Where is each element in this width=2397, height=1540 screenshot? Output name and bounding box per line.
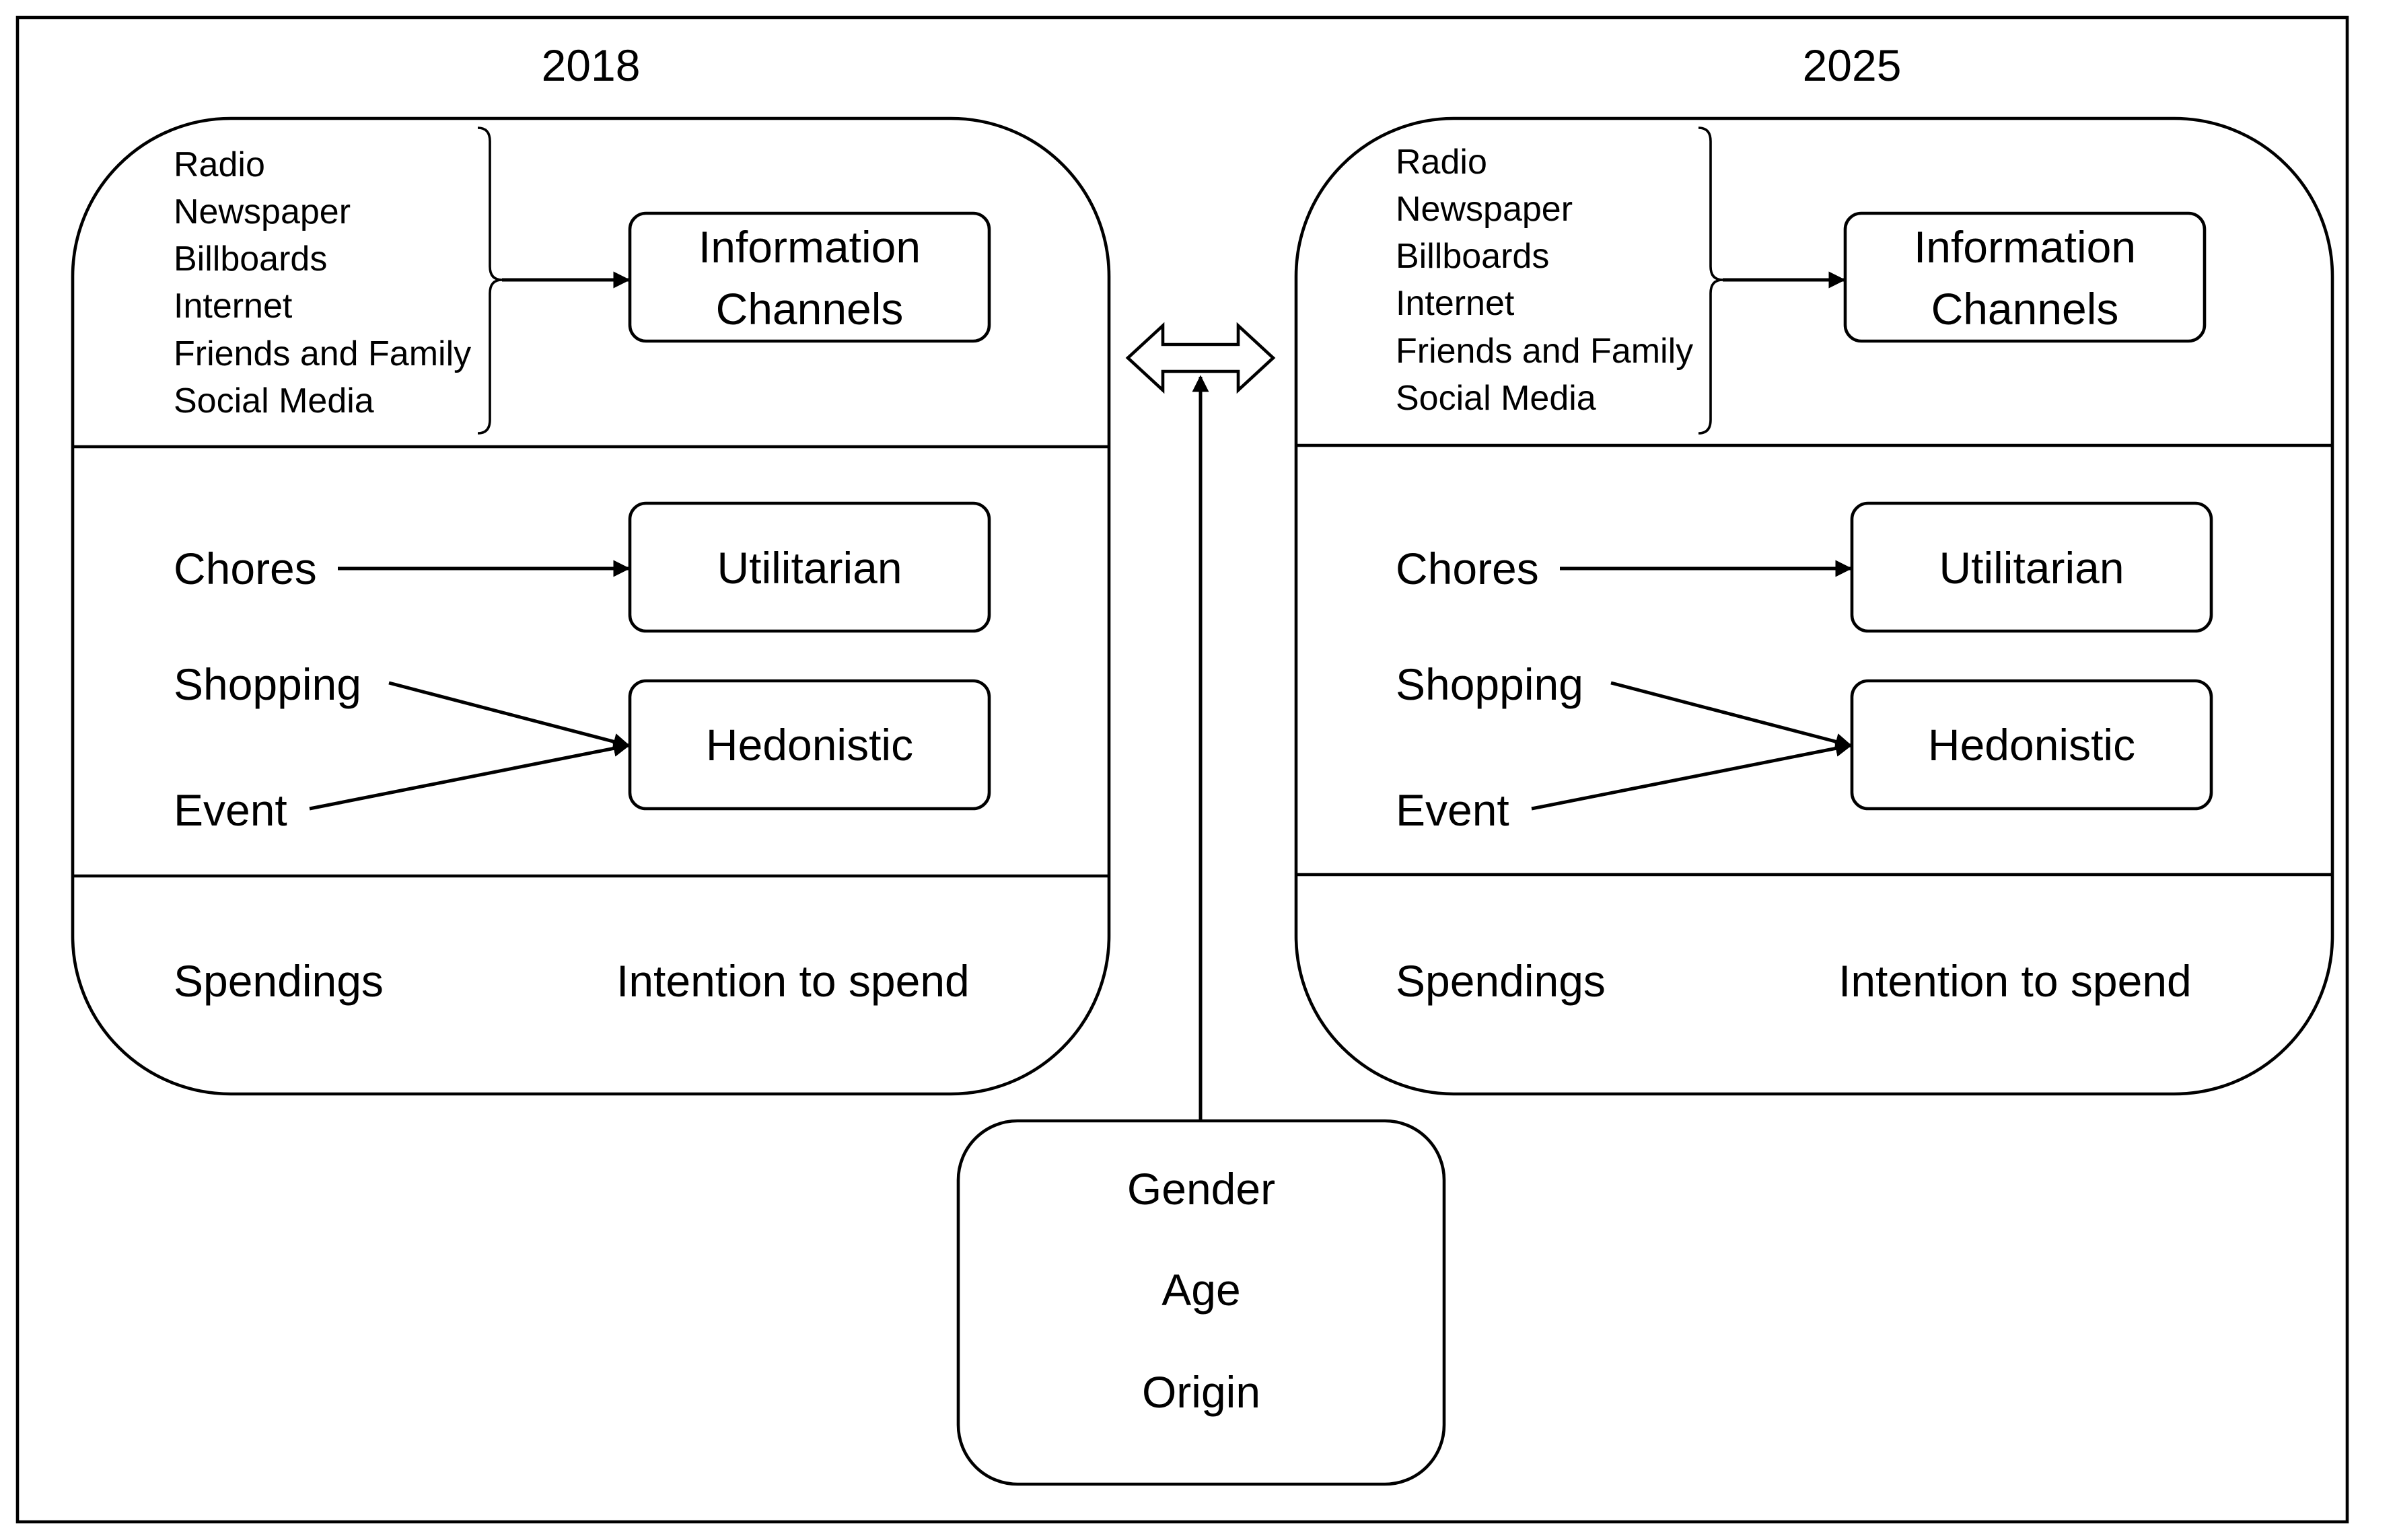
hedonistic-box bbox=[628, 679, 991, 811]
shopping-label: Shopping bbox=[174, 659, 361, 709]
channel-item: Billboards bbox=[1396, 237, 1549, 276]
arrow-event-hedonistic bbox=[309, 740, 631, 811]
demographics-frame bbox=[956, 1119, 1446, 1486]
intention-to-spend-label: Intention to spend bbox=[616, 956, 970, 1006]
origin-label: Origin bbox=[1142, 1367, 1260, 1417]
channel-item: Internet bbox=[174, 287, 293, 326]
arrow-event-hedonistic bbox=[1531, 740, 1853, 811]
chores-label: Chores bbox=[1396, 544, 1539, 593]
utilitarian-box bbox=[1850, 501, 2213, 633]
spendings-label: Spendings bbox=[1396, 956, 1606, 1006]
year-label: 2018 bbox=[542, 40, 641, 90]
information-channels-label: Information bbox=[1914, 222, 2136, 272]
utilitarian-label: Utilitarian bbox=[717, 543, 902, 593]
channel-item: Radio bbox=[174, 145, 265, 184]
panel-frame bbox=[71, 116, 1111, 1096]
panel-2025: 2025 Radio Newspaper Billboards Internet… bbox=[1294, 40, 2334, 1096]
channel-item: Newspaper bbox=[1396, 190, 1573, 229]
channel-item: Internet bbox=[1396, 284, 1515, 323]
gender-label: Gender bbox=[1127, 1164, 1275, 1214]
channel-item: Social Media bbox=[1396, 379, 1596, 418]
hedonistic-label: Hedonistic bbox=[706, 720, 913, 770]
chores-label: Chores bbox=[174, 544, 317, 593]
hedonistic-label: Hedonistic bbox=[1928, 720, 2135, 770]
channel-item: Friends and Family bbox=[174, 334, 471, 373]
year-label: 2025 bbox=[1803, 40, 1902, 90]
channel-list: Radio Newspaper Billboards Internet Frie… bbox=[174, 145, 471, 420]
channel-item: Radio bbox=[1396, 143, 1487, 182]
outer-frame bbox=[15, 15, 2349, 1524]
utilitarian-label: Utilitarian bbox=[1939, 543, 2124, 593]
channel-list: Radio Newspaper Billboards Internet Frie… bbox=[1396, 143, 1693, 418]
arrow-shopping-hedonistic bbox=[1610, 681, 1853, 750]
utilitarian-box bbox=[628, 501, 991, 633]
age-label: Age bbox=[1161, 1265, 1240, 1315]
channel-item: Newspaper bbox=[174, 192, 351, 231]
spendings-label: Spendings bbox=[174, 956, 384, 1006]
event-label: Event bbox=[1396, 785, 1509, 835]
channel-item: Billboards bbox=[174, 240, 327, 279]
channel-item: Friends and Family bbox=[1396, 332, 1693, 371]
demographics-box: Gender Age Origin bbox=[956, 1119, 1446, 1486]
double-headed-arrow bbox=[1125, 322, 1276, 394]
panel-frame bbox=[1294, 116, 2334, 1096]
information-channels-label: Channels bbox=[716, 284, 904, 334]
information-channels-label: Channels bbox=[1931, 284, 2119, 334]
channel-item: Social Media bbox=[174, 381, 374, 420]
shopping-label: Shopping bbox=[1396, 659, 1583, 709]
information-channels-box bbox=[1843, 211, 2207, 343]
event-label: Event bbox=[174, 785, 287, 835]
arrow-shopping-hedonistic bbox=[388, 681, 631, 750]
hedonistic-box bbox=[1850, 679, 2213, 811]
information-channels-box bbox=[628, 211, 991, 343]
panel-2018: 2018 Radio Newspaper Billboards Internet… bbox=[71, 40, 1111, 1096]
intention-to-spend-label: Intention to spend bbox=[1838, 956, 2192, 1006]
information-channels-label: Information bbox=[699, 222, 921, 272]
